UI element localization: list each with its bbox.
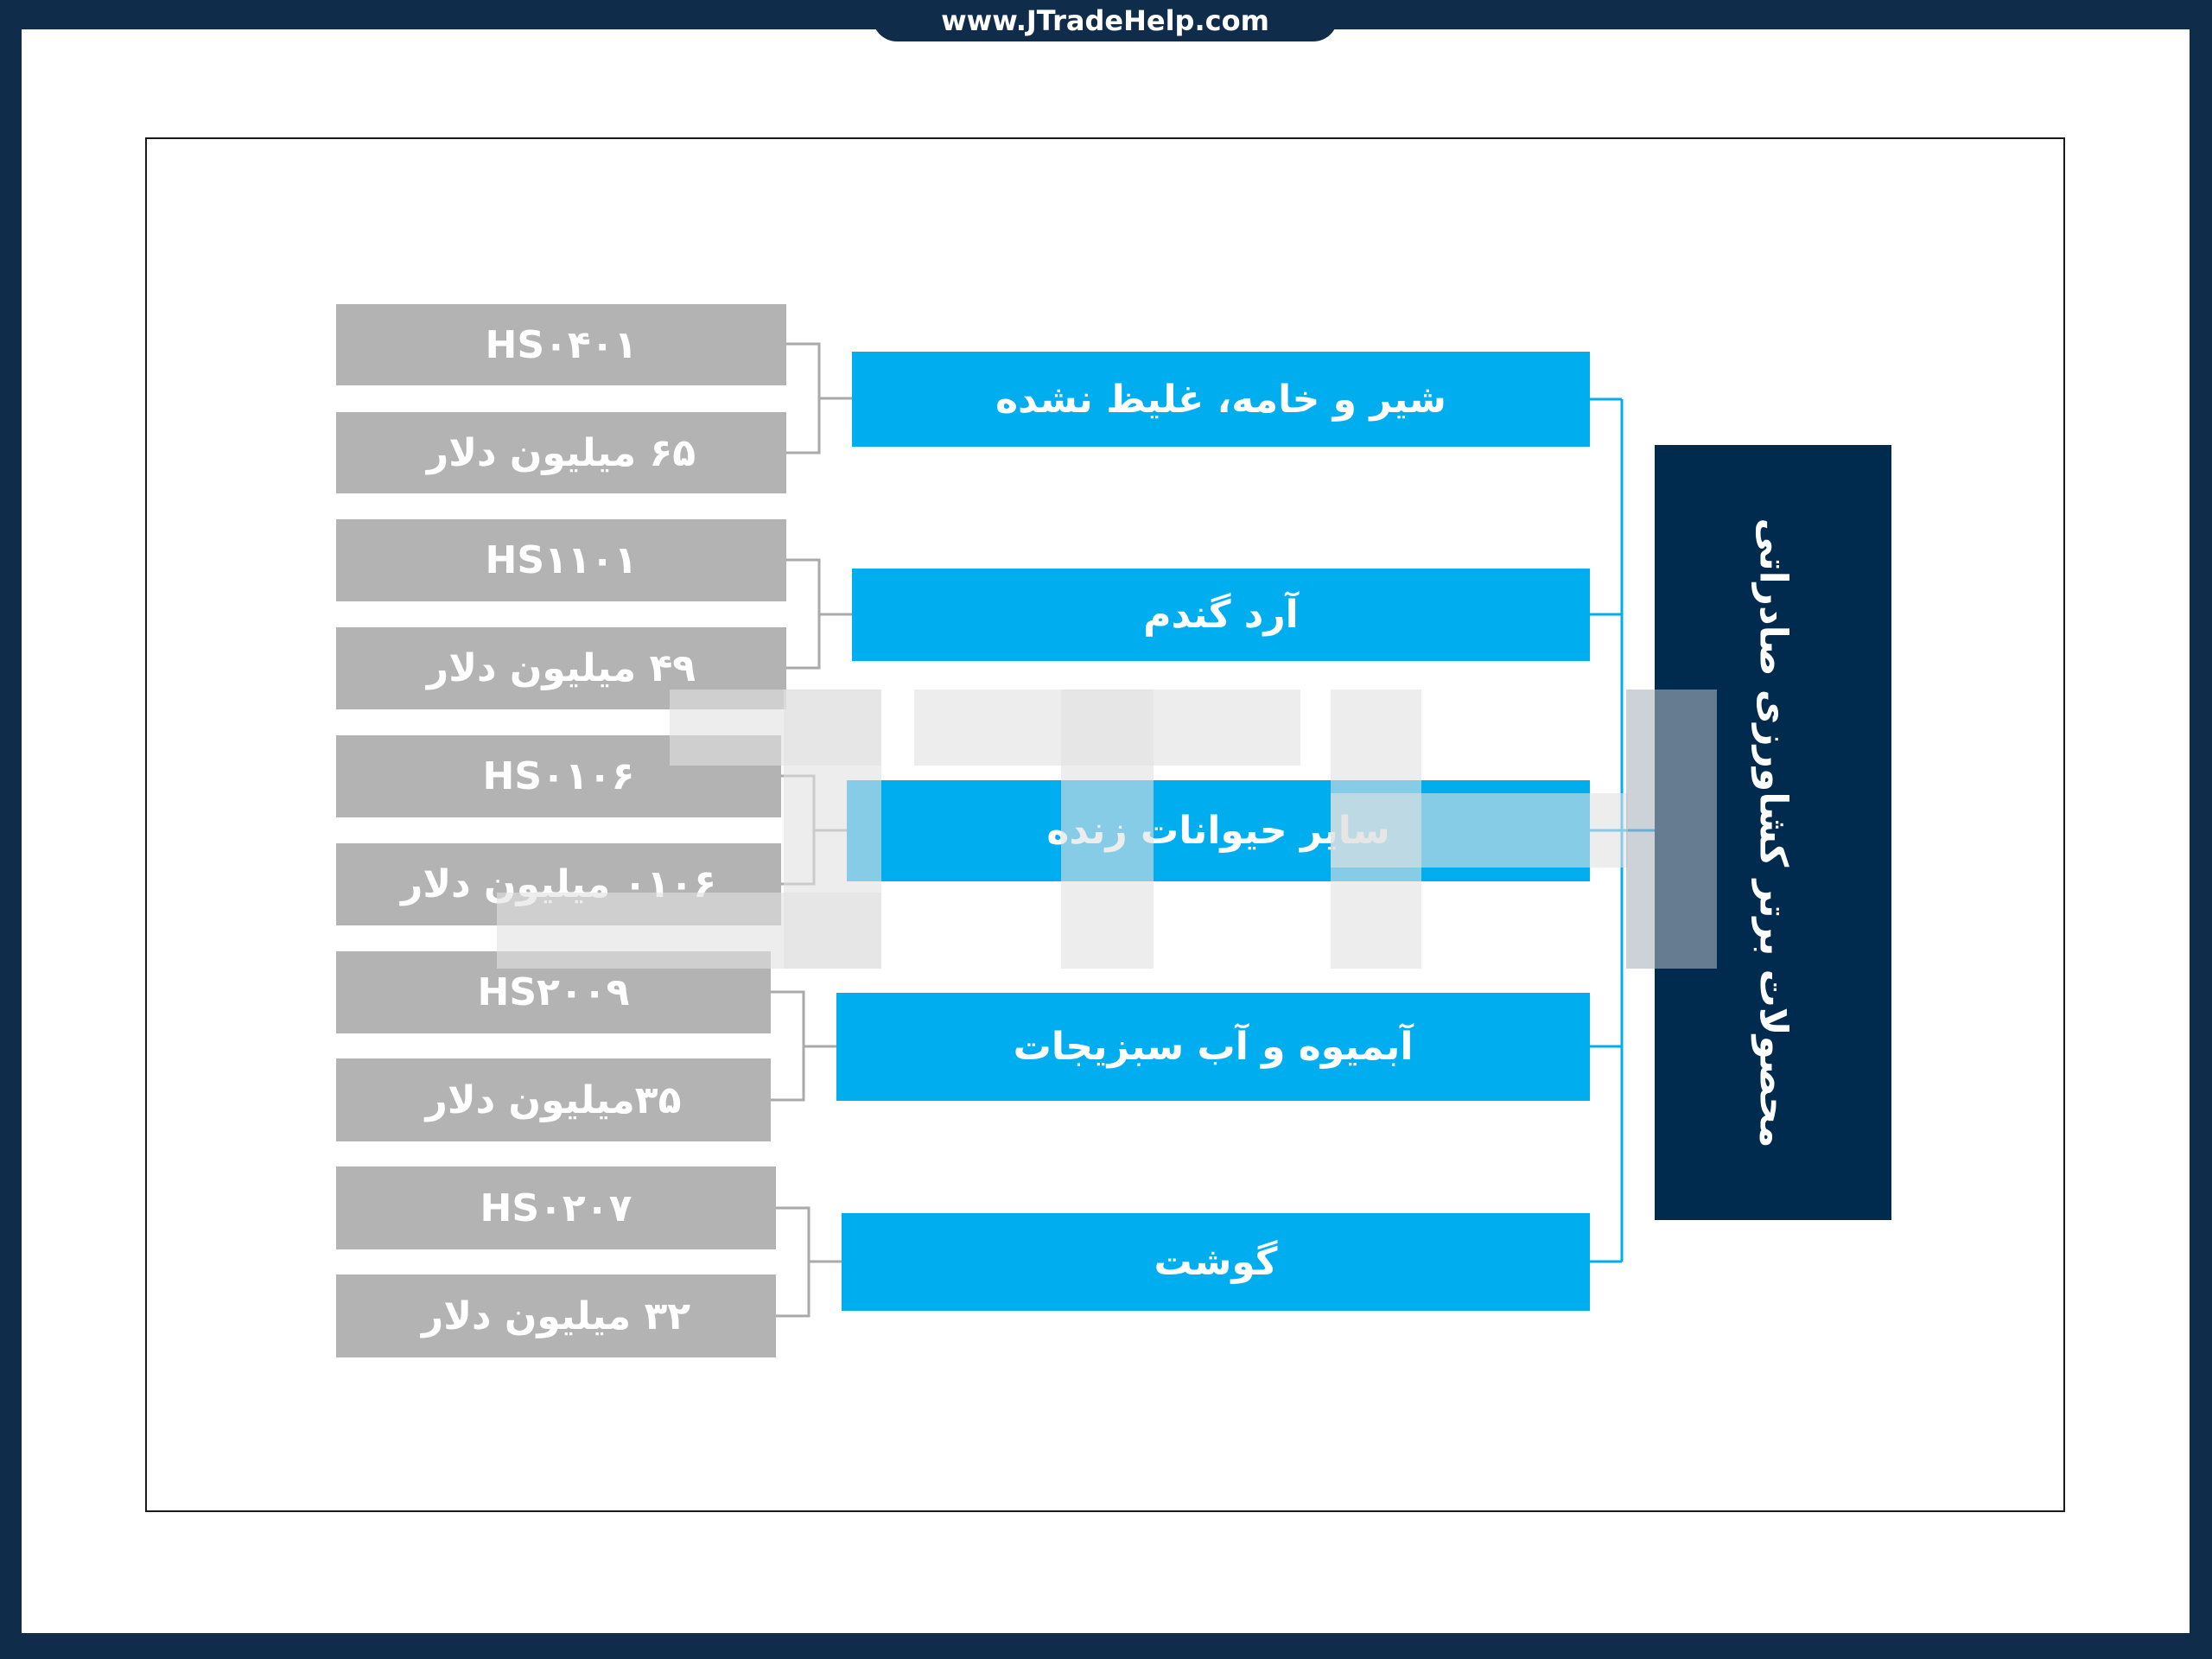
hs-code-node-0: HS۰۴۰۱ — [336, 304, 786, 385]
category-node-0: شیر و خامه، غلیظ نشده — [852, 352, 1590, 447]
export-value: ۶۵ میلیون دلار — [426, 430, 696, 475]
category-node-3: آبمیوه و آب سبزیجات — [836, 993, 1590, 1101]
value-node-3: ۳۵میلیون دلار — [336, 1058, 771, 1141]
hs-code: HS۰۴۰۱ — [485, 322, 638, 367]
category-label: آبمیوه و آب سبزیجات — [1013, 1025, 1414, 1069]
hs-code: HS۰۲۰۷ — [480, 1185, 632, 1230]
root-label: محصولات برتر کشاورزی صادراتی — [1751, 518, 1796, 1147]
hs-code: HS۱۱۰۱ — [485, 538, 638, 582]
hs-code-node-4: HS۰۲۰۷ — [336, 1166, 776, 1249]
site-url: www.JTradeHelp.com — [941, 4, 1269, 37]
value-node-0: ۶۵ میلیون دلار — [336, 412, 786, 493]
site-url-tab: www.JTradeHelp.com — [873, 0, 1338, 41]
category-node-4: گوشت — [842, 1213, 1590, 1311]
category-label: شیر و خامه، غلیظ نشده — [995, 377, 1446, 422]
category-label: گوشت — [1154, 1240, 1278, 1284]
category-label: آرد گندم — [1143, 593, 1299, 637]
category-node-1: آرد گندم — [852, 569, 1590, 661]
value-node-4: ۳۲ میلیون دلار — [336, 1274, 776, 1357]
hs-code: HS۲۰۰۹ — [477, 970, 630, 1014]
watermark-shape — [1626, 690, 1717, 969]
watermark-shape — [1331, 793, 1628, 868]
watermark-shape — [1061, 690, 1154, 969]
export-value: ۳۲ میلیون دلار — [421, 1294, 691, 1338]
hs-code-node-1: HS۱۱۰۱ — [336, 519, 786, 601]
export-value: ۳۵میلیون دلار — [425, 1077, 682, 1122]
export-value: ۴۹ میلیون دلار — [426, 646, 696, 690]
watermark-shape — [497, 893, 881, 969]
hs-code: HS۰۱۰۶ — [482, 754, 635, 798]
diagram-frame — [145, 137, 2065, 1512]
hs-code-node-2: HS۰۱۰۶ — [336, 735, 781, 817]
